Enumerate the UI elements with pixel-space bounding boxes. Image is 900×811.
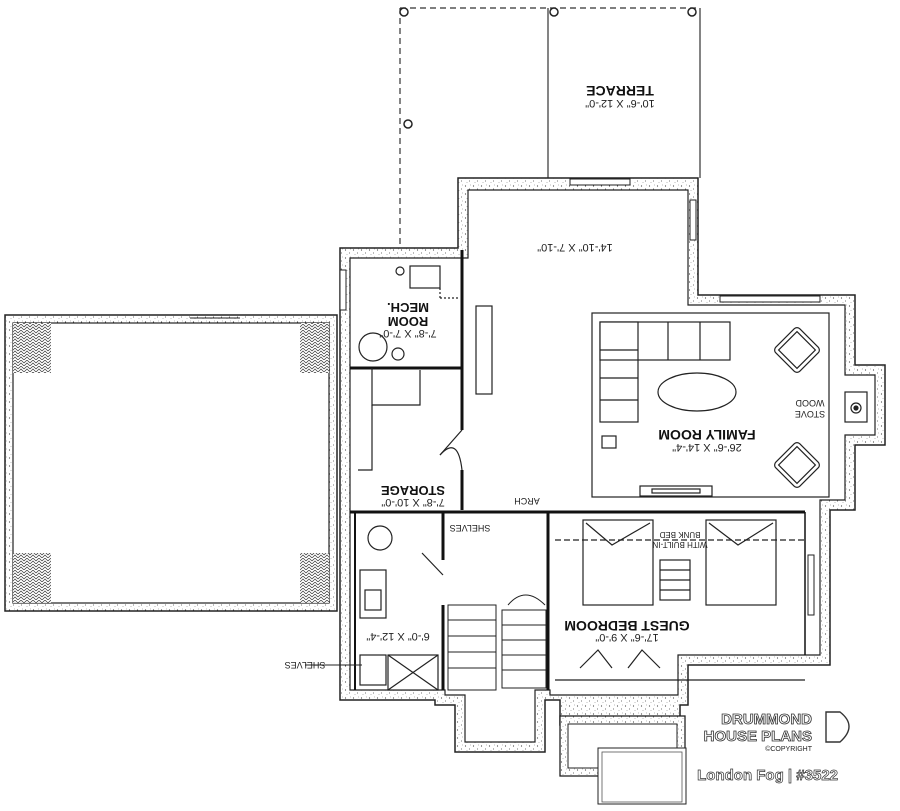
brand-line2: HOUSE PLANS bbox=[704, 728, 812, 745]
guest-name: GUEST BEDROOM bbox=[564, 618, 689, 634]
hall-fixtures bbox=[475, 305, 493, 395]
brand-watermark: DRUMMOND HOUSE PLANS ©COPYRIGHT London F… bbox=[697, 711, 850, 784]
mech-fixtures bbox=[358, 265, 460, 362]
mech-name-line2: ROOM bbox=[388, 314, 428, 329]
hall-dims: 14'-10" X 7'-10" bbox=[537, 241, 613, 253]
brand-line1: DRUMMOND bbox=[721, 711, 812, 728]
guest-furniture bbox=[555, 519, 805, 681]
family-name: FAMILY ROOM bbox=[658, 427, 755, 443]
terrace-name: TERRACE bbox=[586, 83, 654, 99]
mech-name-line1: MECH. bbox=[387, 300, 429, 315]
windows bbox=[339, 178, 821, 616]
plan-caption: London Fog | #3522 bbox=[697, 767, 838, 784]
garage-slab bbox=[4, 314, 338, 612]
bath-fixtures bbox=[359, 525, 444, 691]
shelves-side-label: SHELVES bbox=[285, 660, 326, 670]
terrace-area bbox=[399, 7, 701, 248]
brand-logo-icon bbox=[825, 711, 850, 743]
mech-dims: 7'-8" X 7'-0" bbox=[379, 327, 436, 339]
wood-stove-line1: WOOD bbox=[795, 398, 824, 408]
interior-walls bbox=[350, 250, 806, 690]
brand-copyright: ©COPYRIGHT bbox=[765, 745, 812, 753]
terrace-dims: 10'-6" X 12'-0" bbox=[585, 97, 655, 109]
arch-label: ARCH bbox=[514, 496, 540, 506]
wood-stove-line2: STOVE bbox=[795, 409, 825, 419]
room-labels: TERRACE 10'-6" X 12'-0" 14'-10" X 7'-10"… bbox=[285, 83, 826, 670]
bunk-bed-line1: BUNK BED bbox=[659, 530, 700, 539]
shelves-closet-label: SHELVES bbox=[450, 523, 491, 533]
storage-dims: 7'-8" X 10'-0" bbox=[381, 496, 444, 508]
storage-name: STORAGE bbox=[381, 483, 445, 498]
storage-outline bbox=[358, 368, 463, 471]
bunk-bed-line2: WITH BUILT-IN bbox=[652, 540, 707, 549]
bath-dims: 6'-0" X 12'-4" bbox=[366, 630, 429, 642]
family-furniture bbox=[591, 312, 868, 498]
family-dims: 26'-6" X 14'-4" bbox=[672, 441, 742, 453]
guest-dims: 17'-6" X 9'-0" bbox=[595, 631, 658, 643]
stairs bbox=[447, 594, 547, 691]
